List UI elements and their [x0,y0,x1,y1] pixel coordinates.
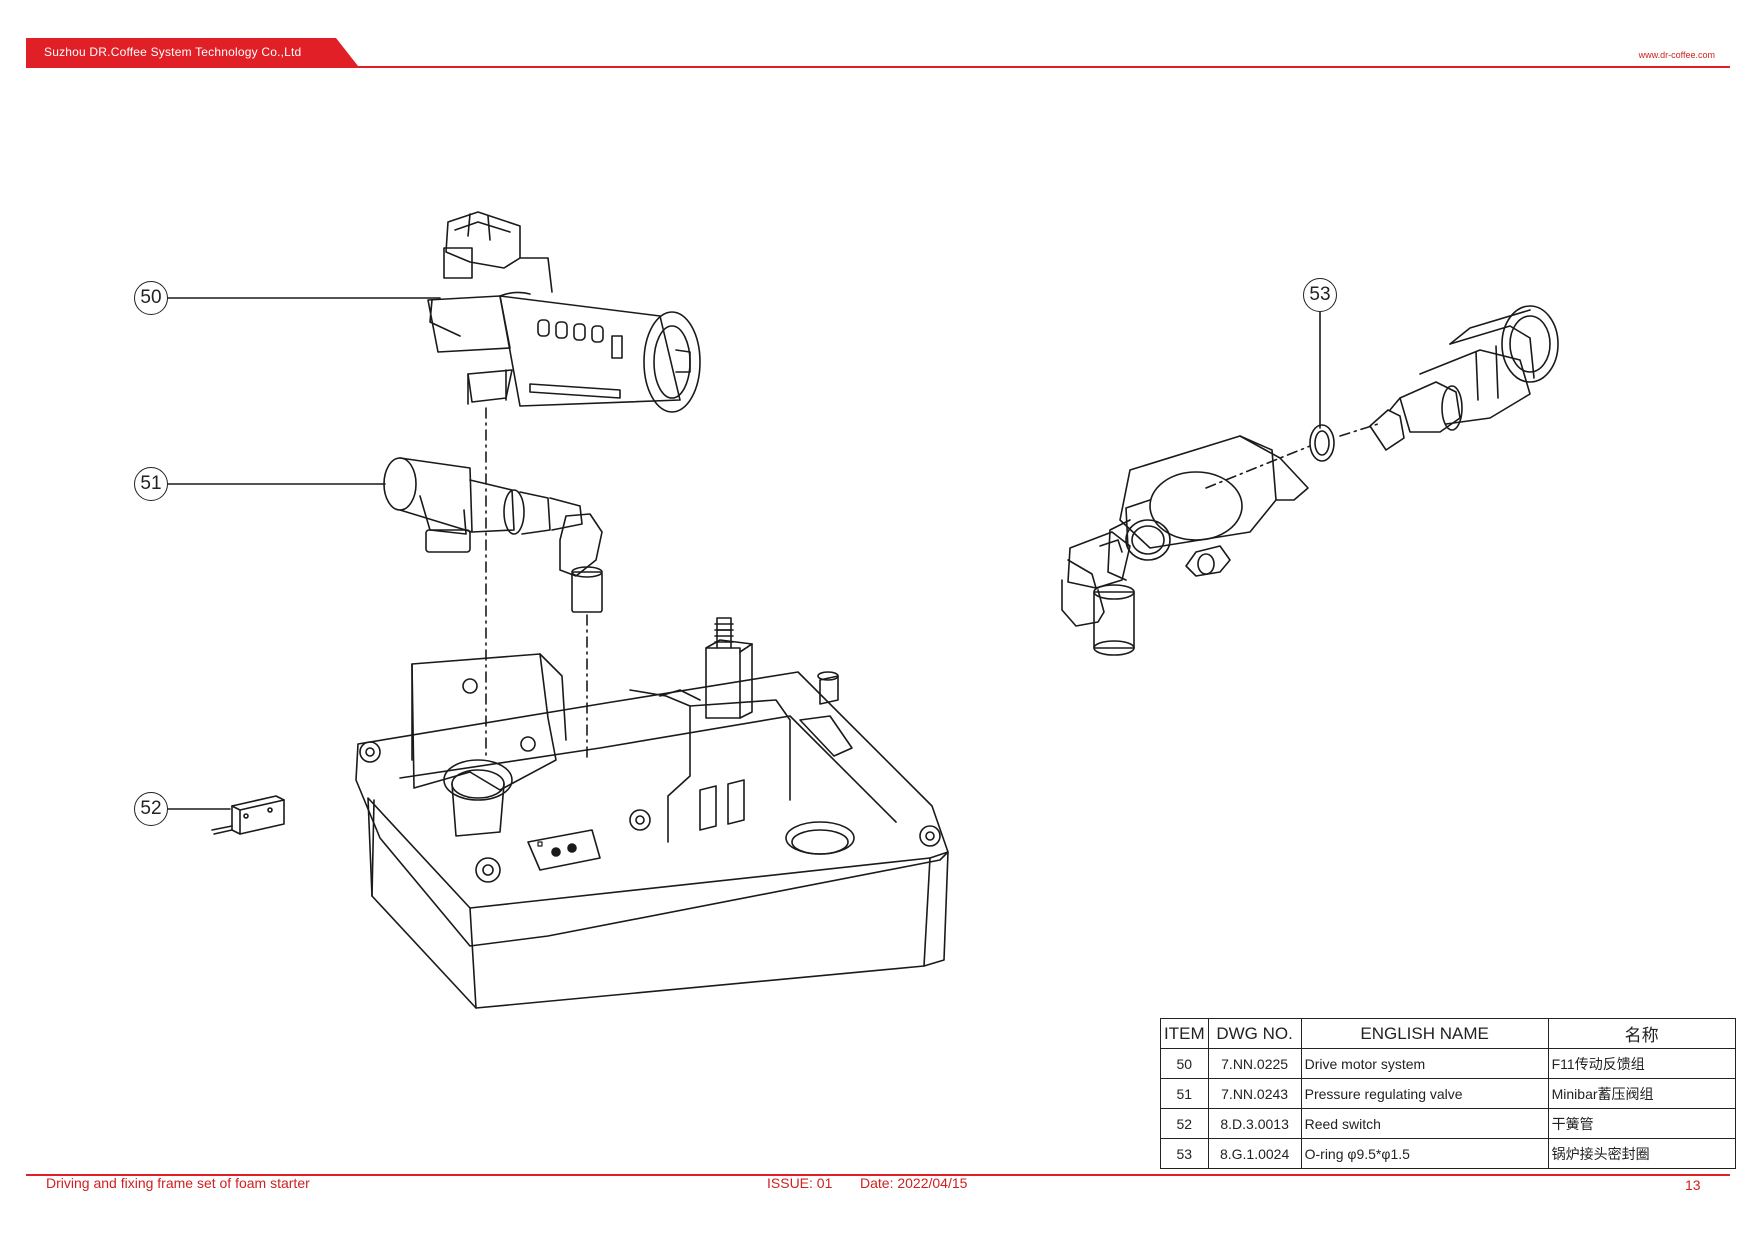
bom-chinese: 锅炉接头密封圈 [1547,1138,1736,1169]
table-row: 52 8.D.3.0013 Reed switch 干簧管 [1160,1108,1736,1139]
bom-english: Pressure regulating valve [1300,1078,1549,1109]
table-row: 51 7.NN.0243 Pressure regulating valve M… [1160,1078,1736,1109]
table-row: 53 8.G.1.0024 O-ring φ9.5*φ1.5 锅炉接头密封圈 [1160,1138,1736,1169]
bom-item: 53 [1160,1138,1209,1169]
bom-table: ITEM DWG NO. ENGLISH NAME 名称 50 7.NN.022… [1160,1018,1736,1169]
callout-50: 50 [134,281,168,315]
bom-dwg: 8.G.1.0024 [1207,1138,1302,1169]
bom-header-dwg: DWG NO. [1207,1018,1302,1049]
bom-header-english: ENGLISH NAME [1300,1018,1549,1049]
pressure-valve-part [383,457,603,613]
callout-51: 51 [134,467,168,501]
website-link[interactable]: www.dr-coffee.com [1638,50,1715,60]
bom-chinese: Minibar蓄压阀组 [1547,1078,1736,1109]
bom-dwg: 7.NN.0225 [1207,1048,1302,1079]
company-name: Suzhou DR.Coffee System Technology Co.,L… [44,45,302,59]
footer-rule [26,1174,1730,1176]
bom-chinese: 干簧管 [1547,1108,1736,1139]
header-banner [26,38,358,66]
assembly-lines [485,407,1379,761]
bom-header-chinese: 名称 [1547,1018,1736,1049]
frame-housing-part [355,617,949,1009]
header-rule [26,66,1730,68]
issue-number: ISSUE: 01 [767,1175,833,1191]
reed-switch-part [211,795,285,835]
bom-dwg: 7.NN.0243 [1207,1078,1302,1109]
callout-53: 53 [1303,278,1337,312]
issue-date: Date: 2022/04/15 [860,1175,968,1191]
table-row: 50 7.NN.0225 Drive motor system F11传动反馈组 [1160,1048,1736,1079]
bom-header-row: ITEM DWG NO. ENGLISH NAME 名称 [1160,1018,1736,1049]
bom-item: 51 [1160,1078,1209,1109]
bom-header-item: ITEM [1160,1018,1209,1049]
bom-english: Reed switch [1300,1108,1549,1139]
bom-chinese: F11传动反馈组 [1547,1048,1736,1079]
document-title: Driving and fixing frame set of foam sta… [46,1175,310,1191]
callout-52: 52 [134,792,168,826]
frame-marking [537,841,543,847]
drive-motor-part [427,211,701,413]
bom-dwg: 8.D.3.0013 [1207,1108,1302,1139]
boiler-valve-assembly-part [1061,305,1559,656]
leader-lines [167,297,1321,810]
bom-item: 50 [1160,1048,1209,1079]
bom-item: 52 [1160,1108,1209,1139]
bom-english: O-ring φ9.5*φ1.5 [1300,1138,1549,1169]
bom-english: Drive motor system [1300,1048,1549,1079]
page-number: 13 [1685,1177,1701,1193]
